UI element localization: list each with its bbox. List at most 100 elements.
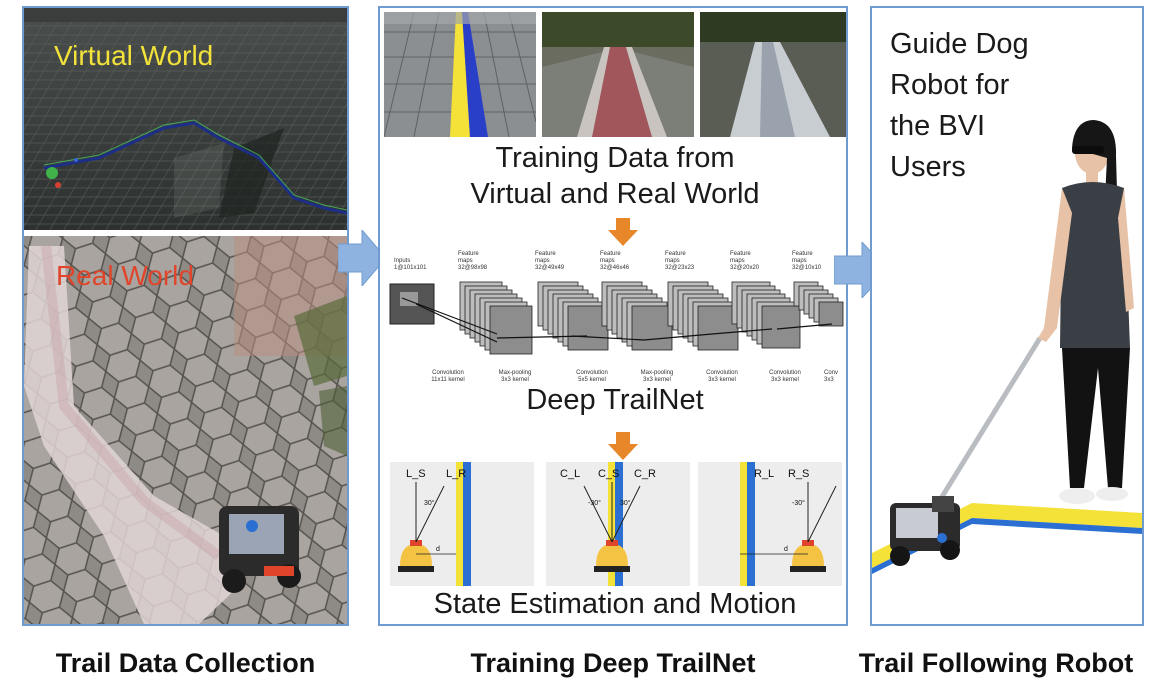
- guide-robot-photo: [872, 120, 1142, 574]
- cnn-label-fm2: Feature maps 32@49x49: [535, 251, 564, 272]
- cnn-label-fm6-l3: 32@10x10: [792, 265, 822, 271]
- cnn-label-fm5: Feature maps 32@20x20: [730, 251, 759, 272]
- trail-blue-stripe: [747, 462, 755, 586]
- flow-arrow-1-icon: [338, 230, 387, 286]
- orange-down-arrow-icon: [608, 218, 638, 246]
- cnn-label-fm3-l2: maps: [600, 258, 615, 264]
- cnn-label-input-l1: Inputs: [394, 258, 411, 264]
- robot-title: Guide Dog Robot for the BVI Users: [890, 24, 1029, 188]
- state-label-right: C_R: [634, 468, 657, 480]
- cnn-label-fm2-l2: maps: [535, 258, 550, 264]
- cnn-label-fm4-l1: Feature: [665, 251, 686, 257]
- state-diagram-drawing-3: [740, 462, 837, 586]
- cnn-label-fm5-l1: Feature: [730, 251, 751, 257]
- cnn-input-image: [389, 283, 435, 325]
- cnn-label-fm5-l2: maps: [730, 258, 745, 264]
- real-training-image-1: [542, 12, 694, 137]
- cnn-op-2-l2: 3x3 kernel: [501, 377, 529, 383]
- cnn-op-1-l2: 11x11 kernel: [431, 377, 465, 383]
- state-angle-a: -30°: [792, 500, 805, 507]
- heading-line-left: [583, 485, 613, 543]
- cnn-label-fm6: Feature maps 32@10x10: [792, 251, 821, 272]
- cnn-op-4: Max-pooling 3x3 kernel: [637, 370, 677, 384]
- trail-yellow-stripe: [456, 462, 463, 586]
- virtual-world-label: Virtual World: [54, 40, 214, 71]
- state-angle-a: 30°: [424, 500, 435, 507]
- cnn-op-7-l2: 3x3: [824, 377, 834, 383]
- state-title: State Estimation and Motion: [433, 588, 797, 620]
- state-label-right: R_S: [788, 468, 810, 480]
- cnn-label-fm1-l3: 32@98x98: [458, 265, 488, 271]
- state-diagram-drawing-1: [398, 462, 471, 586]
- robot-panel: Guide Dog Robot for the BVI Users: [870, 6, 1144, 626]
- cnn-label-fm2-l1: Feature: [535, 251, 556, 257]
- cnn-op-4-l2: 3x3 kernel: [643, 377, 671, 383]
- cnn-label-fm3-l1: Feature: [600, 251, 621, 257]
- feature-map-5-5: [818, 301, 844, 327]
- cnn-label-fm5-l3: 32@20x20: [730, 265, 760, 271]
- robot-wheels: [594, 566, 630, 572]
- robot-title-line2: Robot for: [890, 69, 1010, 101]
- cnn-label-fm4-l3: 32@23x23: [665, 265, 695, 271]
- cnn-kernel-links: [401, 297, 833, 343]
- state-diagram-1: L_S L_R 30° d: [390, 462, 534, 586]
- cnn-op-7: Conv 3x3: [824, 370, 846, 384]
- caption-robot: Trail Following Robot: [858, 648, 1134, 678]
- cnn-op-6-l1: Convolution: [769, 370, 801, 376]
- real-training-image-2: [700, 12, 846, 137]
- cnn-op-3-l2: 5x5 kernel: [578, 377, 606, 383]
- data-collection-panel: Virtual World Real World: [22, 6, 349, 626]
- robot-sensor: [410, 540, 422, 546]
- cnn-label-fm1: Feature maps 32@98x98: [458, 251, 487, 272]
- state-angle-b: 30°: [620, 500, 631, 507]
- cnn-op-1: Convolution 11x11 kernel: [428, 370, 468, 384]
- cnn-op-1-l1: Convolution: [432, 370, 464, 376]
- robot-wheels: [790, 566, 826, 572]
- state-label-left: L_S: [406, 468, 426, 480]
- training-data-title: Training Data from Virtual and Real Worl…: [380, 140, 846, 212]
- caption-training: Training Deep TrailNet: [470, 648, 756, 678]
- real-world-image: [24, 236, 347, 624]
- trail-yellow-stripe: [740, 462, 747, 586]
- cnn-label-fm4-l2: maps: [665, 258, 680, 264]
- cnn-label-fm4: Feature maps 32@23x23: [665, 251, 694, 272]
- cnn-op-7-l1: Conv: [824, 370, 839, 376]
- cnn-feature-map-stacks: [459, 281, 844, 355]
- state-diagram-3: R_L R_S -30° d: [698, 462, 842, 586]
- robot-wheels: [398, 566, 434, 572]
- cnn-op-6-l2: 3x3 kernel: [771, 377, 799, 383]
- state-label-right: L_R: [446, 468, 467, 480]
- training-panel: Training Data from Virtual and Real Worl…: [378, 6, 848, 626]
- real-world-label: Real World: [56, 260, 194, 291]
- robot-sensor: [802, 540, 814, 546]
- cnn-label-input-l2: 1@101x101: [394, 265, 427, 271]
- state-label-mid: C_S: [598, 468, 620, 480]
- cnn-label-fm6-l1: Feature: [792, 251, 813, 257]
- cnn-op-2-l1: Max-pooling: [498, 370, 532, 376]
- orange-down-arrow-2-icon: [608, 432, 638, 460]
- training-data-title-line1: Training Data from: [495, 142, 735, 174]
- cnn-label-fm6-l2: maps: [792, 258, 807, 264]
- robot-sensor: [606, 540, 618, 546]
- state-label-left: R_L: [754, 468, 775, 480]
- cnn-label-fm1-l2: maps: [458, 258, 473, 264]
- cnn-op-5-l2: 3x3 kernel: [708, 377, 736, 383]
- feature-map-1-6: [567, 305, 609, 351]
- cnn-label-fm2-l3: 32@49x49: [535, 265, 565, 271]
- network-title: Deep TrailNet: [526, 384, 704, 416]
- state-distance-label: d: [436, 546, 440, 553]
- heading-line-right: [611, 485, 641, 543]
- robot-body: [792, 544, 824, 566]
- cnn-architecture-diagram: [389, 281, 844, 355]
- cnn-op-4-l1: Max-pooling: [640, 370, 674, 376]
- training-data-title-line2: Virtual and Real World: [470, 178, 760, 210]
- state-distance-label: d: [784, 546, 788, 553]
- cnn-label-fm3-l3: 32@46x46: [600, 265, 630, 271]
- robot-title-line4: Users: [890, 151, 966, 183]
- cnn-op-5: Convolution 3x3 kernel: [702, 370, 742, 384]
- cnn-label-fm1-l1: Feature: [458, 251, 479, 257]
- cnn-op-3-l1: Convolution: [576, 370, 608, 376]
- feature-map-0-6: [489, 305, 533, 355]
- heading-line-right: [415, 485, 445, 543]
